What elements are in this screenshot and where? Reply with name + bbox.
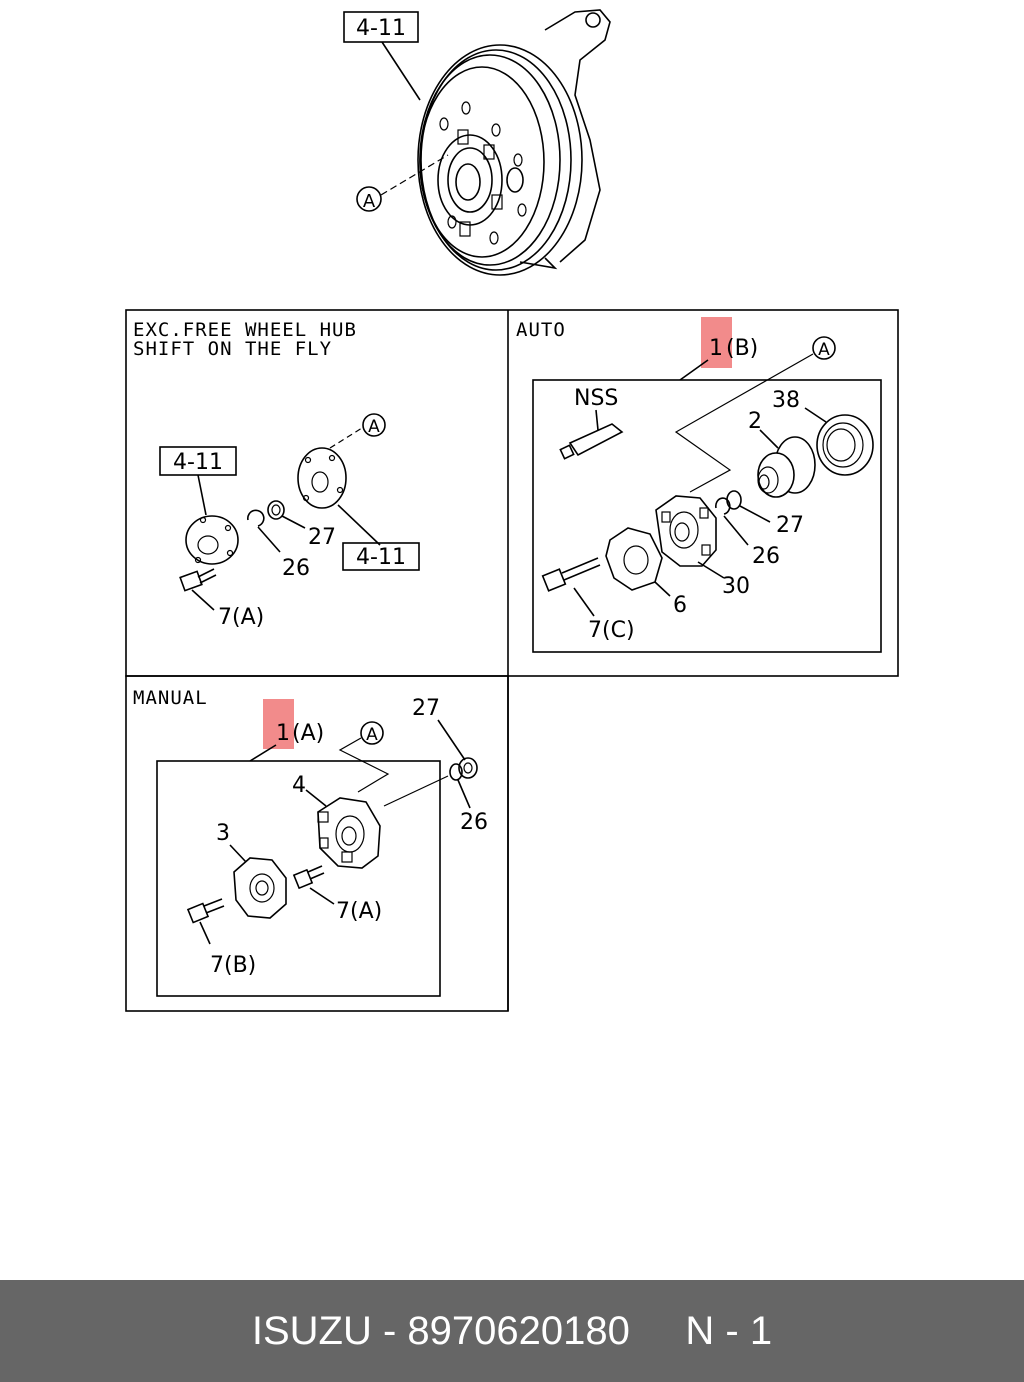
svg-text:27: 27 bbox=[308, 525, 336, 550]
svg-text:26: 26 bbox=[460, 810, 488, 835]
svg-text:7(A): 7(A) bbox=[336, 899, 382, 924]
nss-grease-tube bbox=[559, 423, 624, 460]
svg-text:A: A bbox=[368, 417, 380, 437]
svg-text:3: 3 bbox=[216, 821, 230, 846]
snap-ring-26 bbox=[715, 497, 731, 515]
svg-text:4: 4 bbox=[292, 773, 306, 798]
part-2-clutch bbox=[757, 436, 816, 498]
snap-ring-26 bbox=[247, 509, 265, 527]
manual-assembly-suffix: (A) bbox=[292, 721, 324, 746]
manual-assembly-highlight bbox=[263, 699, 294, 749]
hub-cap-flange bbox=[297, 447, 347, 509]
footer-bar: ISUZU - 8970620180 N - 1 bbox=[0, 1280, 1024, 1382]
exc-ref-box-1: 4-11 bbox=[173, 450, 223, 475]
snap-ring-26 bbox=[449, 763, 463, 781]
svg-text:27: 27 bbox=[776, 513, 804, 538]
parts-diagram: 4-11 A EXC.FREE WHEEL HUB SHIFT ON THE F… bbox=[125, 9, 899, 1012]
panel-exc-title-line1: EXC.FREE WHEEL HUB bbox=[133, 319, 357, 341]
svg-text:26: 26 bbox=[752, 544, 780, 569]
auto-assembly-highlight bbox=[701, 317, 732, 368]
part-38-ring bbox=[816, 414, 874, 476]
panel-exc-title-line2: SHIFT ON THE FLY bbox=[133, 338, 332, 360]
panel-manual: MANUAL 1 (A) A 27 26 4 bbox=[133, 687, 488, 997]
svg-text:A: A bbox=[366, 725, 378, 745]
svg-text:7(A): 7(A) bbox=[218, 605, 264, 630]
part-3-cover bbox=[233, 857, 287, 919]
svg-text:7(C): 7(C) bbox=[588, 618, 635, 643]
auto-assembly-number: 1 bbox=[709, 336, 723, 361]
svg-text:A: A bbox=[363, 191, 376, 212]
manual-assembly-number: 1 bbox=[276, 721, 290, 746]
svg-text:A: A bbox=[818, 340, 830, 360]
svg-text:27: 27 bbox=[412, 696, 440, 721]
top-callout-a: A bbox=[356, 186, 382, 212]
svg-text:2: 2 bbox=[748, 409, 762, 434]
svg-text:7(B): 7(B) bbox=[210, 953, 256, 978]
panel-manual-title: MANUAL bbox=[133, 687, 208, 709]
svg-text:4-11: 4-11 bbox=[356, 16, 406, 41]
panel-grid bbox=[125, 309, 899, 1012]
svg-text:38: 38 bbox=[772, 388, 800, 413]
exc-ref-box-2: 4-11 bbox=[356, 545, 406, 570]
svg-text:30: 30 bbox=[722, 574, 750, 599]
panel-auto: AUTO 1 (B) A NSS 38 bbox=[516, 317, 882, 653]
svg-text:26: 26 bbox=[282, 556, 310, 581]
bolt-7b bbox=[186, 898, 225, 924]
panel-auto-title: AUTO bbox=[516, 319, 566, 341]
svg-text:6: 6 bbox=[673, 593, 687, 618]
hub-drum-illustration bbox=[380, 9, 611, 276]
auto-assembly-suffix: (B) bbox=[726, 336, 758, 361]
part-30-hub-body bbox=[655, 495, 717, 567]
part-6-cover bbox=[605, 527, 663, 591]
svg-text:NSS: NSS bbox=[574, 386, 618, 411]
washer-27 bbox=[458, 757, 478, 779]
hub-flange bbox=[185, 515, 239, 565]
top-ref-box: 4-11 bbox=[343, 11, 419, 43]
part-4-hub-body bbox=[317, 797, 381, 869]
footer-text: ISUZU - 8970620180 N - 1 bbox=[251, 1308, 773, 1353]
washer-27 bbox=[267, 500, 285, 520]
panel-exc-free-wheel-hub: EXC.FREE WHEEL HUB SHIFT ON THE FLY 4-11… bbox=[133, 319, 420, 630]
bolt-7a bbox=[292, 865, 325, 890]
bolt-7c bbox=[541, 557, 601, 592]
bolt-7a bbox=[179, 568, 217, 592]
